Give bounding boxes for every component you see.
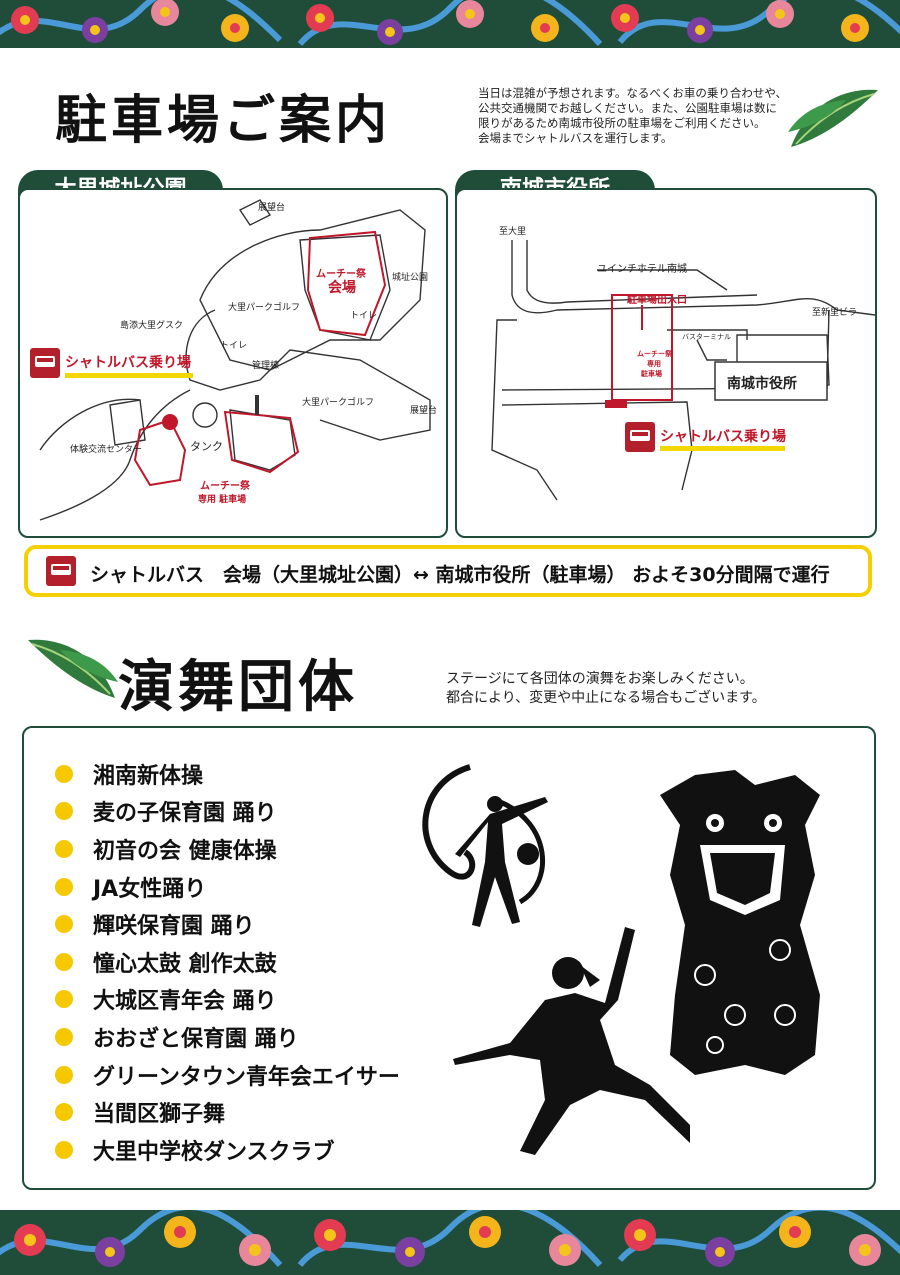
list-item: 麦の子保育園 踊り — [55, 793, 400, 831]
top-pattern-band — [0, 0, 900, 48]
flower-pattern — [0, 1210, 900, 1267]
list-item: 輝咲保育園 踊り — [55, 905, 400, 943]
map-nanjo-city-hall: 至大里 ユインチホテル南城 至新里ビラ 駐車場出入口 バスターミナル ムーチー祭… — [455, 188, 877, 538]
karate-performer-silhouette — [453, 927, 690, 1155]
list-item: 大里中学校ダンスクラブ — [55, 1131, 400, 1169]
map-roads — [491, 240, 875, 501]
list-item: 大城区青年会 踊り — [55, 981, 400, 1019]
rhythmic-gymnast-silhouette — [422, 764, 548, 927]
parking-note: 当日は混雑が予想されます。なるべくお車の乗り合わせや、 公共交通機関でお越しくだ… — [478, 86, 788, 145]
flower-pattern — [0, 0, 900, 47]
performers-title: 演舞団体 — [118, 655, 358, 720]
map-ozato-castle-park: 展望台 城址公園 ムーチー祭 会場 トイレ 大里パークゴルフ 島添大里グスク ト… — [18, 188, 448, 538]
list-item: おおざと保育園 踊り — [55, 1018, 400, 1056]
performers-note: ステージにて各団体の演舞をお楽しみください。 都合により、変更や中止になる場合も… — [446, 671, 766, 706]
list-item: 当間区獅子舞 — [55, 1093, 400, 1131]
shuttle-stop-right-label: シャトルバス乗り場 — [660, 429, 786, 445]
map-roads — [39, 199, 431, 521]
bus-icon — [625, 422, 655, 452]
shisa-lion-silhouette — [660, 770, 820, 1075]
parking-title: 駐車場ご案内 — [55, 91, 392, 151]
shuttle-info-text: シャトルバス 会場（大里城址公園）↔ 南城市役所（駐車場） およそ30分間隔で運… — [90, 564, 830, 586]
list-item: 湘南新体操 — [55, 755, 400, 793]
shuttle-stop-left-label: シャトルバス乗り場 — [65, 355, 191, 371]
list-item: JA女性踊り — [55, 868, 400, 906]
performer-list: 湘南新体操 麦の子保育園 踊り 初音の会 健康体操 JA女性踊り 輝咲保育園 踊… — [55, 755, 400, 1169]
shuttle-info-bar: シャトルバス 会場（大里城址公園）↔ 南城市役所（駐車場） およそ30分間隔で運… — [24, 545, 872, 597]
bus-icon — [30, 348, 60, 378]
bus-icon — [46, 556, 76, 586]
leaf-icon — [28, 639, 118, 698]
list-item: グリーンタウン青年会エイサー — [55, 1056, 400, 1094]
leaf-icon — [788, 89, 878, 147]
list-item: 初音の会 健康体操 — [55, 830, 400, 868]
bottom-pattern-band — [0, 1210, 900, 1275]
list-item: 憧心太鼓 創作太鼓 — [55, 943, 400, 981]
